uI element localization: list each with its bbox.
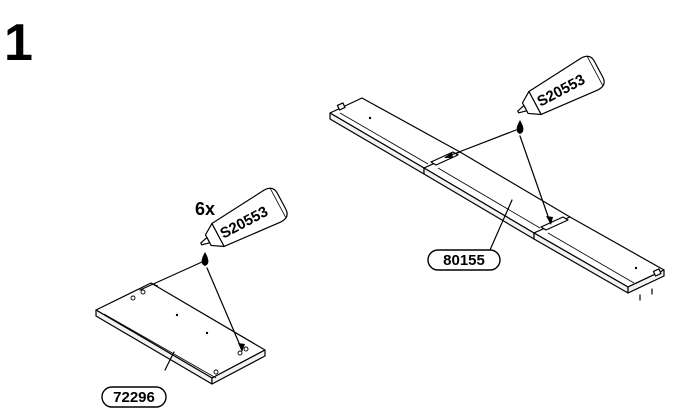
dowel-hole [140, 289, 146, 295]
step-number: 1 [4, 14, 33, 72]
part-number-short-panel: 72296 [113, 389, 155, 406]
dowel-hole [243, 346, 249, 352]
short-panel-group [95, 252, 266, 385]
part-label-long-rail: 80155 [427, 199, 513, 271]
glue-guide-line [519, 135, 551, 223]
part-number-long-rail: 80155 [443, 252, 485, 269]
long-rail-group [329, 97, 665, 301]
part-label-short-panel: 72296 [101, 351, 175, 408]
glue-drop [516, 120, 524, 134]
glue-drop [201, 252, 209, 266]
short-panel-side-edge [211, 349, 266, 385]
dowel-hole [213, 369, 219, 375]
glue-guide-line [139, 261, 203, 291]
dowel-hole [237, 350, 243, 356]
short-panel-groove [103, 313, 217, 379]
joint-slot [540, 216, 569, 231]
quantity-label: 6x [195, 199, 215, 219]
long-rail-middle-section [423, 151, 571, 234]
dowel-hole [130, 295, 136, 301]
glue-tube-left: S20553 [200, 187, 288, 248]
glue-guide-line [206, 267, 243, 351]
glue-tube-right: S20553 [517, 55, 605, 116]
glue-guide-line [445, 129, 517, 158]
